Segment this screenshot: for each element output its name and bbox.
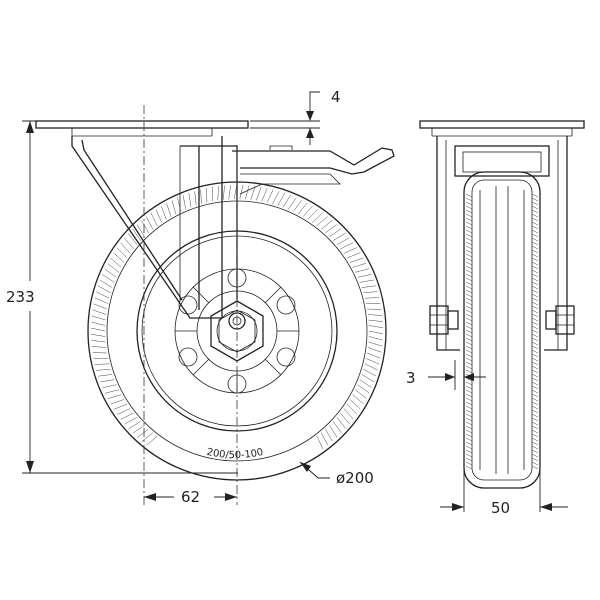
- dim-total-height: 233: [6, 120, 238, 474]
- dim-top-gap: 4: [250, 88, 341, 145]
- dim-offset: 62: [144, 488, 237, 506]
- dim-diameter: ø200: [299, 461, 374, 487]
- tire-marking: 200/50-100: [206, 447, 265, 461]
- dim-plate-gap: 3: [406, 360, 486, 390]
- brake-lever: [232, 145, 395, 195]
- dim-width-label: 50: [491, 499, 510, 517]
- front-wheel: [463, 171, 541, 489]
- top-plate: [35, 120, 249, 137]
- fork: [71, 136, 238, 319]
- dim-offset-label: 62: [181, 488, 200, 506]
- dim-total-height-label: 233: [6, 288, 35, 306]
- front-axle-nuts: [429, 305, 575, 335]
- dim-plate-gap-label: 3: [406, 369, 416, 387]
- side-view: 200/50-100: [35, 105, 395, 505]
- front-fork: [436, 136, 568, 351]
- dim-top-gap-label: 4: [331, 88, 341, 106]
- front-tread-hatching: [465, 193, 539, 470]
- front-plate: [419, 120, 585, 137]
- front-view: [419, 120, 585, 489]
- dim-width: 50: [440, 470, 568, 517]
- tire-tread-hatching: [90, 184, 384, 450]
- tire-marking-text: 200/50-100: [206, 447, 265, 461]
- dim-diameter-label: ø200: [336, 469, 374, 487]
